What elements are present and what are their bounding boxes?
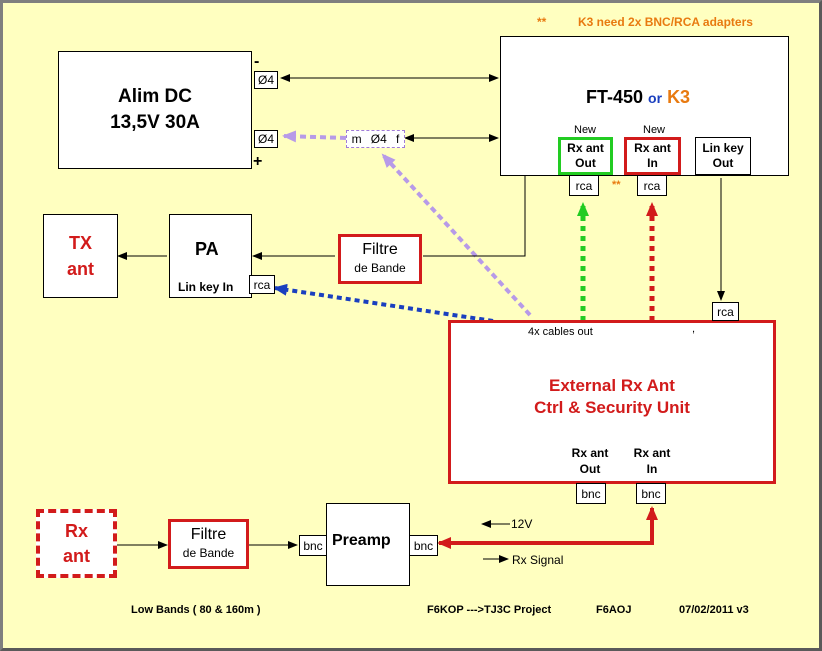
cables-out-label: 4x cables out <box>528 326 593 338</box>
purple-link-alim <box>282 130 347 143</box>
power-supply-box: Alim DC 13,5V 30A <box>58 51 252 169</box>
radio-linkey-l2: Out <box>712 156 734 170</box>
unit-rx-out-l2: Out <box>579 462 601 476</box>
radio-lin-key-out: Lin key Out <box>695 137 751 175</box>
radio-name-ft450: FT-450 <box>586 87 644 107</box>
legend-12v: 12V <box>511 517 533 531</box>
inline-connector: m Ø4 f <box>346 130 405 148</box>
tx-filter-sub: de Bande <box>354 261 406 275</box>
unit-bnc-in: bnc <box>636 483 666 504</box>
radio-rx-in-l1: Rx ant <box>634 141 671 155</box>
preamp-bnc-in: bnc <box>299 535 327 556</box>
radio-rx-in-l2: In <box>647 156 658 170</box>
unit-rx-ant-in: Rx ant In <box>627 445 677 477</box>
pa-box: PA Lin key In <box>169 214 252 298</box>
footer-bands: Low Bands ( 80 & 160m ) <box>131 604 261 616</box>
footer-project: F6KOP --->TJ3C Project <box>427 604 552 616</box>
adapter-note-stars: ** <box>537 15 547 29</box>
pa-rca-port: rca <box>249 275 275 294</box>
unit-rx-in-l1: Rx ant <box>633 446 671 460</box>
power-supply-rating: 13,5V 30A <box>110 112 200 133</box>
radio-linkey-l1: Lin key <box>702 141 744 155</box>
new-label-out: New <box>574 124 597 136</box>
new-label-in: New <box>643 124 666 136</box>
radio-rx-ant-out: Rx ant Out <box>558 137 613 175</box>
radio-or: or <box>648 90 663 106</box>
tx-antenna-box: TX ant <box>43 214 118 298</box>
connector-size: Ø4 <box>370 132 387 146</box>
connector-female: f <box>396 132 400 146</box>
preamp-box: Preamp <box>326 503 410 586</box>
connector-male: m <box>351 132 362 146</box>
preamp-bnc-out: bnc <box>409 535 438 556</box>
rx-filter-title: Filtre <box>190 526 227 543</box>
pa-title: PA <box>195 239 219 259</box>
tx-wire-radio-filter <box>423 176 526 257</box>
alim-port-bottom: Ø4 <box>254 130 278 148</box>
legend-rx-signal: Rx Signal <box>512 553 564 567</box>
radio-rca-in: rca <box>637 175 667 196</box>
minus-terminal: - <box>254 53 260 70</box>
rx-band-filter: Filtre de Bande <box>168 519 249 569</box>
unit-bnc-out: bnc <box>576 483 606 504</box>
rx-ant-l2: ant <box>63 545 90 566</box>
rx-filter-sub: de Bande <box>182 546 235 560</box>
cables-tick: , <box>692 323 696 335</box>
radio-rx-ant-in: Rx ant In <box>624 137 681 175</box>
adapter-note: K3 need 2x BNC/RCA adapters <box>578 15 753 29</box>
radio-rx-out-l1: Rx ant <box>567 141 604 155</box>
adapter-marker: ** <box>612 179 621 191</box>
radio-name-k3: K3 <box>667 87 691 107</box>
unit-rx-out-l1: Rx ant <box>571 446 609 460</box>
plus-terminal: + <box>253 153 263 170</box>
rx-antenna-box: Rx ant <box>36 509 117 578</box>
external-unit-title: External Rx Ant Ctrl & Security Unit <box>448 375 776 419</box>
alim-port-top: Ø4 <box>254 71 278 89</box>
tx-band-filter: Filtre de Bande <box>338 234 422 284</box>
rx-feed-preamp-unit <box>437 506 658 549</box>
radio-rx-out-l2: Out <box>575 156 596 170</box>
pa-lin-key-label: Lin key In <box>178 280 234 294</box>
external-unit-l2: Ctrl & Security Unit <box>534 398 690 417</box>
unit-rx-ant-out: Rx ant Out <box>565 445 615 477</box>
external-unit-l1: External Rx Ant <box>549 376 675 395</box>
external-rx-unit <box>448 320 776 484</box>
radio-rca-out: rca <box>569 175 599 196</box>
unit-rca-top: rca <box>712 302 739 321</box>
tx-ant-l1: TX <box>68 233 92 253</box>
radio-title: FT-450 or K3 <box>586 87 690 108</box>
footer-call: F6AOJ <box>596 604 632 616</box>
rx-ant-l1: Rx <box>64 520 88 541</box>
tx-filter-title: Filtre <box>362 241 398 258</box>
footer-date: 07/02/2011 v3 <box>679 604 749 616</box>
power-supply-title: Alim DC <box>118 86 192 107</box>
blue-link-pa <box>273 283 494 323</box>
tx-ant-l2: ant <box>67 259 94 279</box>
preamp-title: Preamp <box>332 532 391 549</box>
unit-rx-in-l2: In <box>646 462 658 476</box>
